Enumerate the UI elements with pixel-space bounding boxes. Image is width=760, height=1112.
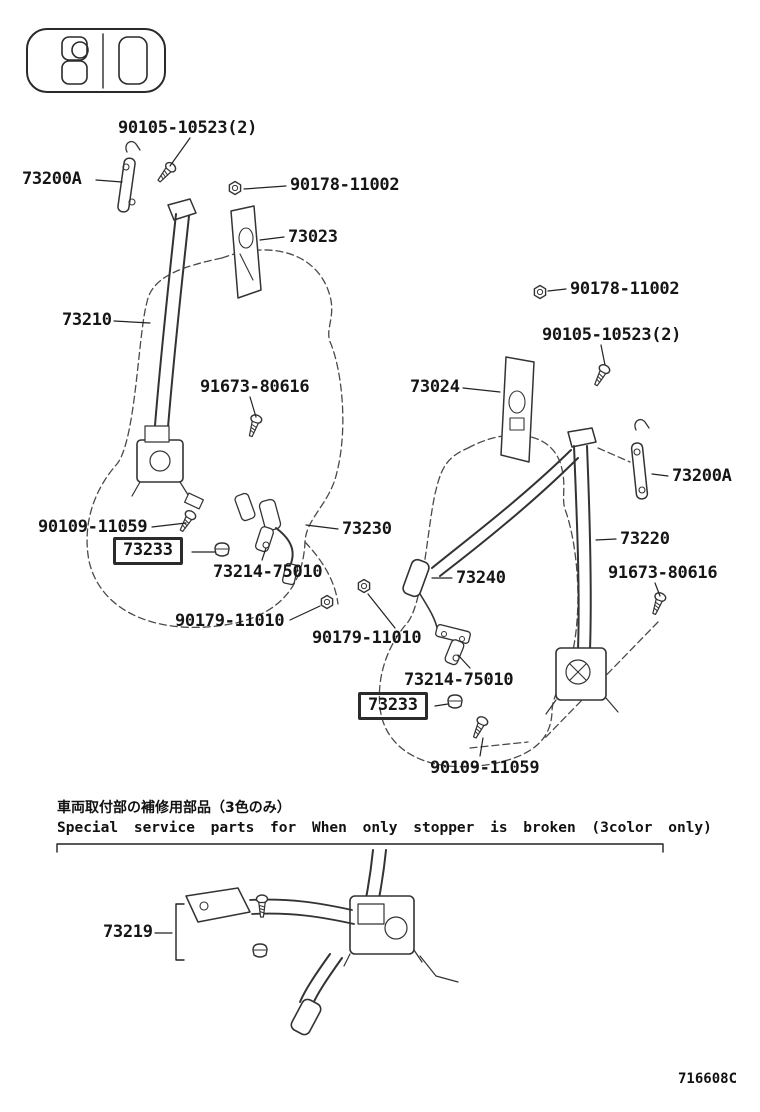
part-label-73214-75010-19: 73214-75010 <box>404 670 514 690</box>
left-seat-outline <box>86 249 344 629</box>
part-label-73233-20: 73233 <box>358 692 428 720</box>
page-code: 716608C <box>678 1071 738 1087</box>
part-label-73200A-1: 73200A <box>22 169 82 189</box>
part-label-73233-12: 73233 <box>113 537 183 565</box>
note-english: Special service parts for When only stop… <box>57 820 712 836</box>
part-label-90178-11002-2: 90178-11002 <box>290 175 400 195</box>
part-label-90178-11002-7: 90178-11002 <box>570 279 680 299</box>
part-label-73210-4: 73210 <box>62 310 112 330</box>
part-label-73024-6: 73024 <box>410 377 460 397</box>
part-label-73200A-9: 73200A <box>672 466 732 486</box>
part-label-90109-11059-21: 90109-11059 <box>430 758 540 778</box>
part-label-91673-80616-17: 91673-80616 <box>608 563 718 583</box>
service-section <box>56 843 664 1036</box>
part-label-91673-80616-5: 91673-80616 <box>200 377 310 397</box>
vehicle-top-view-icon <box>26 28 166 93</box>
part-label-73219-22: 73219 <box>103 922 153 942</box>
right-belt-assembly <box>357 284 668 741</box>
part-label-90179-11010-18: 90179-11010 <box>312 628 422 648</box>
part-label-90179-11010-15: 90179-11010 <box>175 611 285 631</box>
part-label-73230-13: 73230 <box>342 519 392 539</box>
part-label-73220-10: 73220 <box>620 529 670 549</box>
leader-lines <box>95 137 669 934</box>
part-label-73023-3: 73023 <box>288 227 338 247</box>
left-belt-assembly <box>117 140 334 610</box>
part-label-90105-10523-2--8: 90105-10523(2) <box>542 325 682 345</box>
part-label-73240-16: 73240 <box>456 568 506 588</box>
part-label-90105-10523-2--0: 90105-10523(2) <box>118 118 258 138</box>
part-label-90109-11059-11: 90109-11059 <box>38 517 148 537</box>
note-japanese: 車両取付部の補修用部品（3色のみ） <box>57 800 291 816</box>
part-label-73214-75010-14: 73214-75010 <box>213 562 323 582</box>
